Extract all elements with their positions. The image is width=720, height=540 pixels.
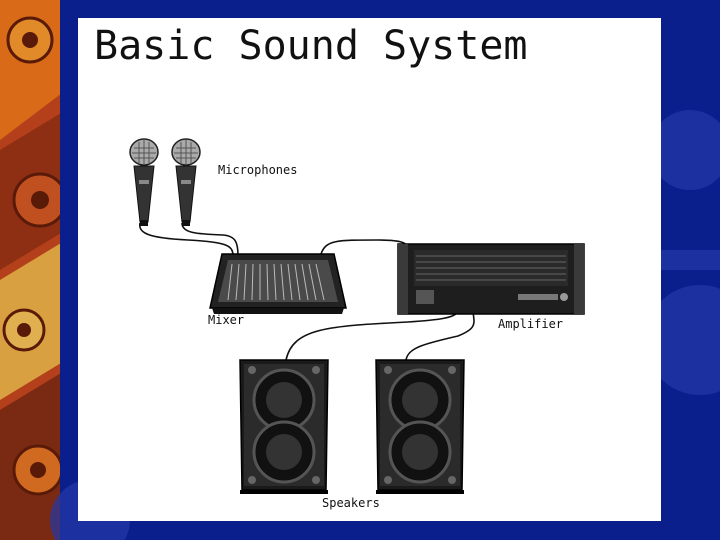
- cable-mic1-mixer: [139, 222, 234, 257]
- label-mixer: Mixer: [208, 313, 245, 327]
- label-speakers: Speakers: [322, 496, 380, 510]
- diagram-panel: Basic Sound System: [78, 18, 661, 521]
- cable-mixer-amp: [320, 239, 409, 255]
- cable-mic2-mixer: [181, 222, 239, 257]
- label-microphones: Microphones: [218, 163, 298, 177]
- left-gear-strip: [0, 0, 68, 540]
- cable-amp-speaker2: [405, 310, 475, 361]
- slide-title: Basic Sound System: [94, 23, 528, 69]
- label-amplifier: Amplifier: [498, 317, 564, 331]
- mixer-console-icon: [209, 253, 347, 314]
- cables: [139, 222, 475, 361]
- sound-system-diagram: [129, 138, 585, 494]
- cable-amp-speaker1: [285, 310, 459, 361]
- amplifier-icon: [397, 243, 585, 315]
- microphone-icon: [129, 138, 201, 226]
- speaker-cabinet-icon: [239, 359, 465, 494]
